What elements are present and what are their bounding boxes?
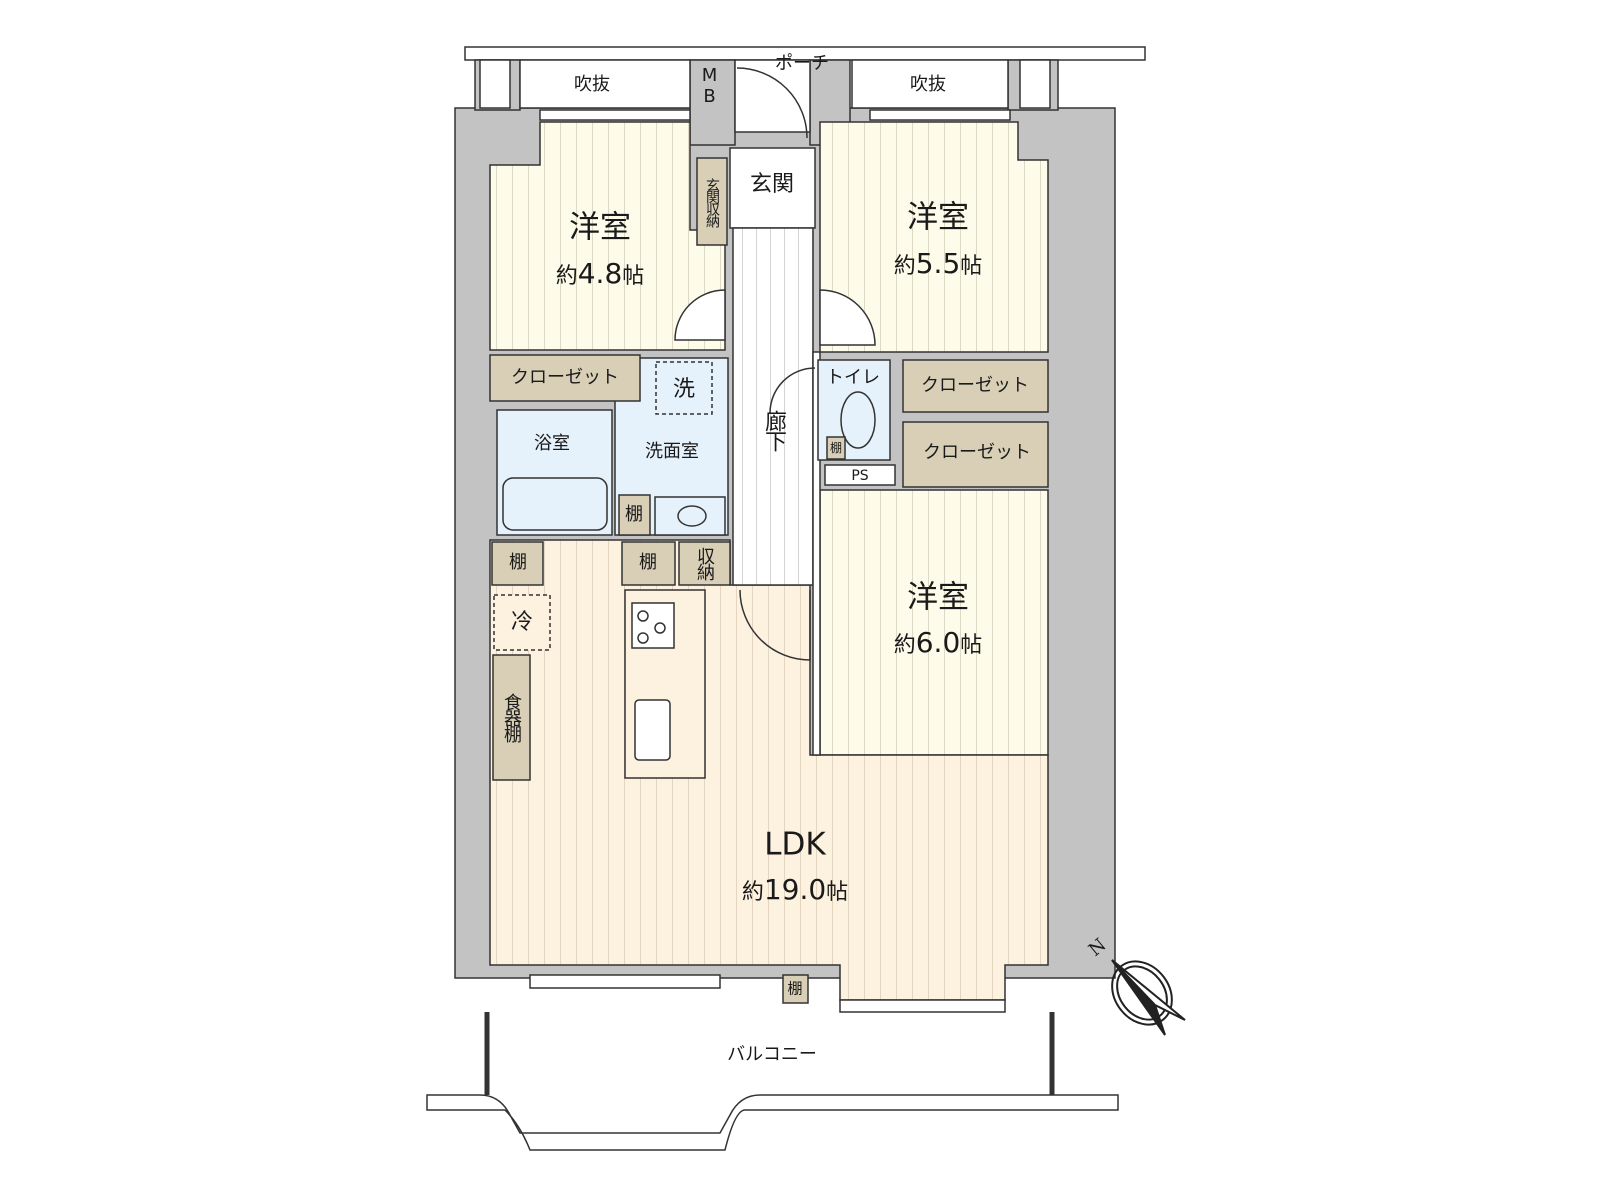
washroom-label: 洗面室	[645, 441, 699, 462]
shelf-wash-label: 棚	[625, 504, 643, 525]
bedroom-e	[819, 489, 1049, 756]
bathtub	[502, 477, 608, 531]
closet-left-label: クローゼット	[511, 367, 619, 388]
storage-label: 収納	[694, 547, 715, 579]
closet-right-1	[902, 359, 1049, 413]
closet-left	[489, 354, 641, 402]
fridge-space	[493, 594, 551, 651]
ps-label: PS	[851, 468, 869, 484]
balcony-label: バルコニー	[727, 1044, 817, 1065]
toilet-shelf-label: 棚	[829, 441, 843, 455]
ps-shaft	[824, 464, 896, 486]
kitchen-sink	[634, 699, 671, 761]
entrance	[729, 147, 816, 229]
bedroom-nw	[489, 121, 726, 351]
void-left-label: 吹抜	[574, 74, 610, 95]
ldk-name: LDK	[764, 826, 826, 863]
shelf-kitchen-label: 棚	[639, 552, 657, 573]
cupboard-label: 食器棚	[501, 693, 522, 741]
corridor	[732, 227, 814, 586]
mb-label: MB	[699, 65, 720, 107]
void-right	[851, 59, 1009, 109]
toilet-bowl	[840, 391, 876, 449]
bedroom-nw-size: 約4.8帖	[555, 257, 645, 290]
bedroom-ne-size: 約5.5帖	[893, 247, 983, 280]
toilet-label: トイレ	[826, 367, 880, 388]
ldk-size: 約19.0帖	[741, 873, 849, 906]
washer-space	[655, 361, 713, 415]
closet-right-2-label: クローゼット	[923, 442, 1031, 463]
porch-label: ポーチ	[775, 53, 829, 74]
bedroom-nw-name: 洋室	[569, 209, 631, 246]
bedroom-ne-name: 洋室	[907, 199, 969, 236]
void-right-label: 吹抜	[910, 74, 946, 95]
void-left	[519, 59, 691, 109]
shelf-left-label: 棚	[509, 552, 527, 573]
compass-icon	[1111, 959, 1186, 1036]
closet-right-2	[902, 421, 1049, 488]
entrance-storage-label: 玄関収納	[704, 178, 720, 226]
closet-right-1-label: クローゼット	[921, 375, 1029, 396]
sink	[677, 505, 707, 527]
corridor-label: 廊下	[761, 410, 786, 450]
entrance-label: 玄関	[749, 172, 795, 197]
fridge-label: 冷	[510, 610, 534, 635]
porch	[734, 59, 811, 133]
balcony-railing	[426, 1094, 1119, 1151]
bedroom-e-size: 約6.0帖	[893, 626, 983, 659]
entrance-storage	[696, 157, 728, 246]
bathroom-label: 浴室	[534, 433, 570, 454]
washer-label: 洗	[672, 377, 696, 402]
bedroom-e-name: 洋室	[907, 579, 969, 616]
shelf-balcony-label: 棚	[787, 979, 803, 998]
